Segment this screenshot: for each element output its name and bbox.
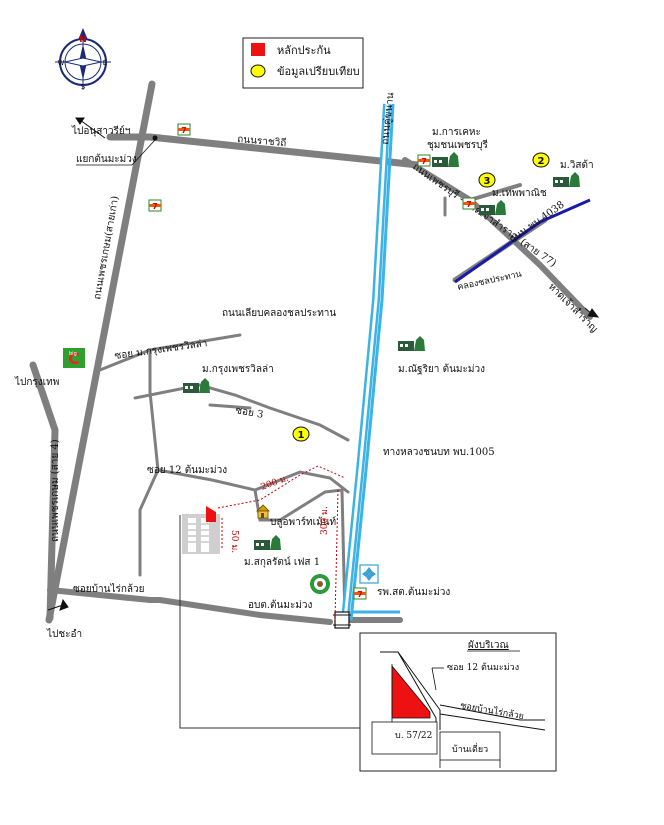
road-petchaburi-hat [402,157,593,320]
label-hospital: รพ.สต.ต้นมะม่วง [377,586,450,598]
road-krung-inner [208,403,252,410]
label-to-bangkok: ไปกรุงเทพ [14,376,59,388]
road-soi12-down [253,488,327,522]
comparable-markers: 1 2 3 [292,152,550,442]
compass-e: E [103,59,107,67]
seven-eleven-icon: 7 [417,154,431,167]
svg-text:2: 2 [538,156,545,167]
legend-comparable-swatch [250,64,266,78]
label-klongrak: ถนนคู่ขนาน [380,92,396,146]
label-soi3: ซอย 3 [234,405,264,421]
label-wisada: ม.วิสด้า [560,159,594,171]
seven-eleven-icons: 7 7 7 7 7 [148,123,476,600]
bridge [333,611,351,629]
legend-collateral-swatch [251,43,265,56]
road-east-branch [468,183,522,202]
comparable-marker-3: 3 [478,172,496,188]
housing-icon [183,378,210,393]
road-krung-loop [148,350,160,472]
legend-comparable-label: ข้อมูลเปรียบเทียบ [277,65,360,78]
label-apartment: บลูอพาร์ทเม้นท์ [270,516,336,528]
svg-text:7: 7 [421,157,427,166]
label-canal-road: ถนนเลียบคลองชลประทาน [222,307,336,319]
label-nanthiya: ม.ณัฐริยา ต้นมะม่วง [398,363,485,375]
seven-eleven-icon: 7 [462,197,476,210]
svg-text:7: 7 [181,126,187,135]
seven-eleven-icon: 7 [353,587,367,600]
hospital-icon [359,564,379,584]
road-soi-banrai [47,587,333,625]
inset-label-soi12: ซอย 12 ต้นมะม่วง [447,662,519,673]
housing-icon [398,336,425,351]
label-soi-banrai: ซอยบ้านไร่กล้วย [73,583,145,595]
svg-text:big: big [69,351,77,357]
road-soi-krung [93,333,242,374]
label-ratchawit: ถนนราชวิถี [237,133,287,149]
label-soi-krung: ซอย ม.กรุงเพชรวิลล่า [114,338,208,362]
place-labels: ไปอนุสาวรีย์ฯ แยกต้นมะม่วง ไปกรุงเทพ ไปช… [14,125,594,640]
label-to-ratchaburi: ไปอนุสาวรีย์ฯ [71,125,130,137]
svg-text:1: 1 [298,430,305,441]
svg-text:7: 7 [357,590,363,599]
label-phetkasem: ถนนเพชรเกษม (สาย 4) [50,439,61,542]
label-thepphanit: ม.เทพพาณิช [492,188,547,199]
housing-icons [183,152,580,550]
label-to-hat: หาดเจ้าสำราญ [546,281,600,335]
svg-text:3: 3 [484,176,491,187]
svg-text:C: C [68,349,80,368]
seven-eleven-icon: 7 [148,199,162,212]
big-c-logo: C big [63,348,85,368]
housing-icon [479,200,506,215]
obt-office-icon [310,574,330,594]
legend: หลักประกัน ข้อมูลเปรียบเทียบ [242,37,364,89]
road-phetkasem-old [45,80,156,624]
label-junction: แยกต้นมะม่วง [76,153,137,165]
label-karakhet-2: ชุมชนเพชรบุรี [427,139,489,151]
housing-icon [553,172,580,187]
housing-icon [432,152,459,167]
inset-label-house: บ้านเดี่ยว [452,742,488,755]
seven-eleven-icon: 7 [177,123,191,136]
label-obt: อบต.ต้นมะม่วง [248,599,313,611]
inset-label-parcel: บ. 57/22 [395,731,432,741]
compass-rose: N S E W [55,28,111,91]
distance-annotations [217,465,346,621]
subject-subdivision [182,506,220,554]
label-krung-villa: ม.กรุงเพชรวิลล่า [202,364,274,375]
comparable-marker-2: 2 [532,152,550,168]
road-soi12 [156,468,350,494]
collateral-parcel [206,506,216,522]
apartment-icon [256,504,270,519]
road-ratchawit [106,133,422,169]
canal [341,103,400,621]
road-pb4038-blue [454,198,591,284]
distance-300: 300 ม. [320,506,330,535]
compass-n: N [79,35,87,45]
road-soi12-east [323,488,347,622]
distance-200: 200 ม. [260,474,291,493]
road-phetkasem [29,361,59,622]
label-soi12: ซอย 12 ต้นมะม่วง [147,464,227,476]
road-soi12-west [138,468,160,577]
housing-icon [254,535,281,550]
inset-connector [179,515,360,729]
distance-50: 50 ม. [229,530,239,553]
label-karakhet-1: ม.การเคหะ [432,127,481,138]
label-rural-road: ทางหลวงชนบท พบ.1005 [383,447,495,458]
compass-s: S [81,83,86,91]
compass-w: W [58,59,65,67]
inset-plan: ผังบริเวณ ซอย 12 ต้นมะม่วง ซอยบ้านไร่กล้… [359,632,557,772]
direction-arrows [47,117,600,611]
label-pb4038: ถนน พบ.4038 [507,199,566,245]
inset-title: ผังบริเวณ [468,640,509,651]
label-sakunrat: ม.สกุลรัตน์ เฟส 1 [244,556,320,568]
label-to-cha-am: ไปชะอำ [46,628,82,640]
svg-text:7: 7 [152,202,158,211]
legend-collateral-label: หลักประกัน [277,44,331,57]
svg-text:7: 7 [466,200,472,209]
comparable-marker-1: 1 [292,426,310,442]
